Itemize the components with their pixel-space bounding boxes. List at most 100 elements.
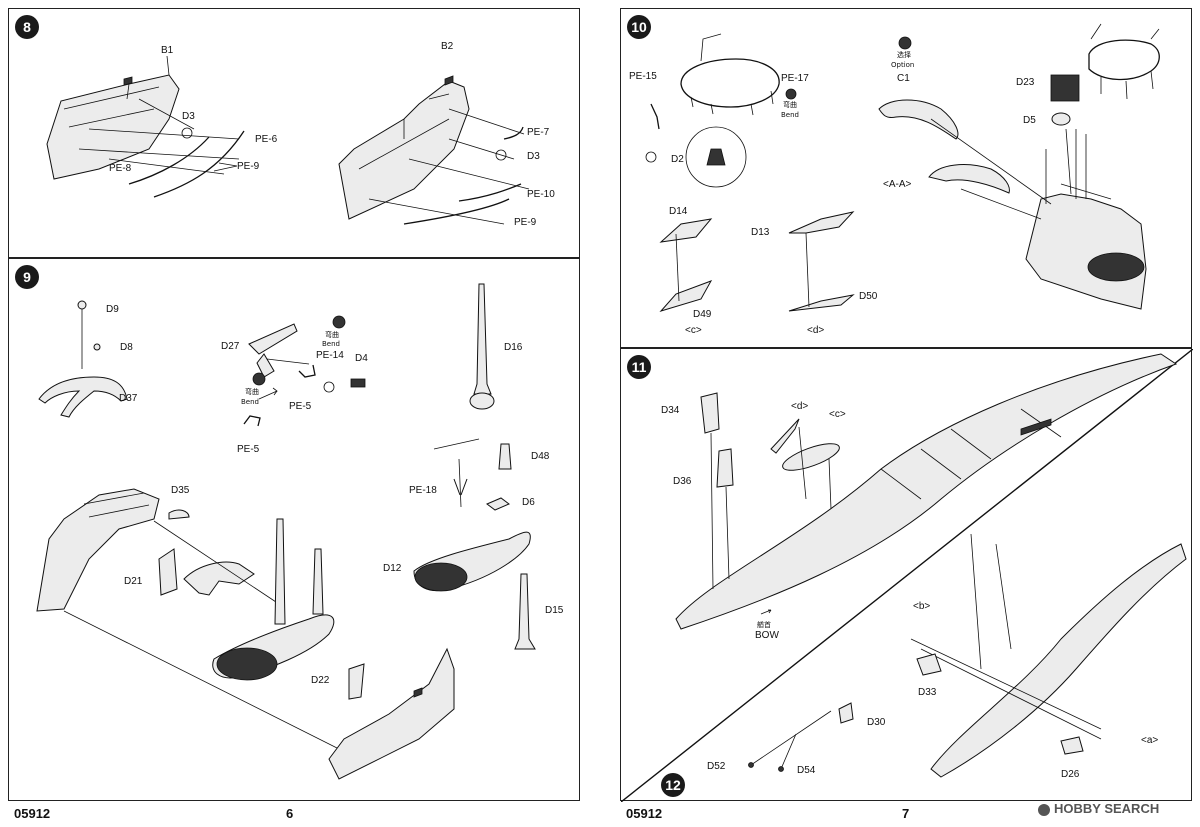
part-b2	[338, 80, 470, 220]
label-bend-en-2: Bend	[241, 398, 259, 406]
step-11-12-diagram: D34 D36 <d> <c> 艏首 BOW <b> D33 D30 D52 D…	[621, 349, 1193, 802]
label-d4: D4	[355, 353, 368, 364]
part-pe-14	[323, 381, 335, 393]
part-d5	[1051, 112, 1071, 126]
label-b1: B1	[161, 45, 174, 56]
part-pe-5-upper	[298, 364, 316, 378]
label-a-a: <A-A>	[883, 179, 912, 190]
label-pe-9-right: PE-9	[514, 217, 537, 228]
part-disc	[685, 126, 747, 188]
part-d52-d54	[750, 710, 832, 770]
part-tower	[1025, 193, 1147, 310]
label-d23: D23	[1016, 77, 1035, 88]
part-d27	[248, 323, 298, 378]
label-d8: D8	[120, 342, 133, 353]
label-option-cn: 选择	[897, 50, 911, 59]
label-d49: D49	[693, 309, 712, 320]
label-d33: D33	[918, 687, 937, 698]
step-8-diagram: B1 D3 PE-6 PE-9 PE-8 B2 PE-7 D3 PE-10 PE…	[46, 41, 555, 228]
part-d13	[788, 211, 855, 234]
label-d3-right: D3	[527, 151, 540, 162]
part-d23	[1050, 74, 1080, 102]
part-hull-left	[36, 488, 160, 612]
label-bend-cn-2: 弯曲	[245, 387, 259, 396]
step-12-number: 12	[661, 773, 685, 797]
part-pe-18	[453, 478, 468, 496]
part-d48	[498, 443, 512, 470]
part-d16	[473, 283, 492, 395]
label-d54: D54	[797, 765, 816, 776]
label-d16: D16	[504, 342, 523, 353]
watermark: HOBBY SEARCH	[1038, 801, 1159, 816]
part-d3-left	[181, 127, 193, 139]
part-d22	[348, 663, 365, 700]
part-pe-15	[650, 103, 660, 130]
part-hull-12	[930, 543, 1187, 778]
step-11-12-panel: 11 12 D34 D36 <d> <c> 艏首 BOW <b> D33 D30…	[620, 348, 1193, 802]
label-d21: D21	[124, 576, 143, 587]
part-pe-10	[458, 183, 522, 202]
step-9-panel: 9 D9 D8 D37 D27 弯曲 Bend PE-14 D4 PE-5 弯曲…	[8, 258, 580, 801]
label-pe-8: PE-8	[109, 163, 132, 174]
step-10-panel: 10 PE-15 PE-17 弯曲 Bend D2 选择 Option C1 <…	[620, 8, 1192, 348]
footer-page-left: 6	[286, 806, 294, 821]
part-pe-17	[680, 58, 780, 108]
label-d50: D50	[859, 291, 878, 302]
label-pe-6: PE-6	[255, 134, 278, 145]
label-d13: D13	[751, 227, 770, 238]
part-d50	[788, 294, 855, 312]
step-9-diagram: D9 D8 D37 D27 弯曲 Bend PE-14 D4 PE-5 弯曲 B…	[36, 283, 564, 780]
label-bow-en: BOW	[755, 630, 779, 641]
step-8-panel: 8 B1 D3 PE-6 PE-9 PE-8 B2 PE-7 D3 PE-10 …	[8, 8, 580, 258]
part-d35	[168, 509, 190, 520]
bend-icon-2	[252, 372, 266, 386]
watermark-text: HOBBY SEARCH	[1054, 801, 1160, 816]
label-d12: D12	[383, 563, 402, 574]
part-pe-7	[503, 126, 524, 140]
label-tag-a: <a>	[1141, 735, 1158, 746]
label-d26: D26	[1061, 769, 1080, 780]
label-pe-5-b: PE-5	[237, 444, 260, 455]
part-tag-d	[770, 418, 800, 454]
part-d15	[514, 573, 536, 650]
watermark-icon	[1038, 803, 1050, 816]
part-d9	[77, 300, 87, 310]
part-tag-c	[782, 443, 840, 471]
part-d30	[838, 702, 854, 724]
grating-right	[414, 562, 468, 592]
label-tag-d: <d>	[791, 401, 808, 412]
label-d6: D6	[522, 497, 535, 508]
part-rail-right	[1088, 39, 1160, 81]
footer-page-right: 7	[902, 806, 910, 821]
label-d52: D52	[707, 761, 726, 772]
label-d34: D34	[661, 405, 680, 416]
part-pe-6	[153, 130, 245, 198]
footer-code-right: 05912	[626, 806, 663, 821]
label-c1: C1	[897, 73, 910, 84]
label-d5: D5	[1023, 115, 1036, 126]
part-b1	[46, 74, 180, 180]
part-pe-9-right	[403, 198, 510, 225]
step-10-diagram: PE-15 PE-17 弯曲 Bend D2 选择 Option C1 <A-A…	[629, 23, 1160, 336]
label-d35: D35	[171, 485, 190, 496]
label-d22: D22	[311, 675, 330, 686]
label-pe-14: PE-14	[316, 350, 344, 361]
part-hull-11	[675, 353, 1178, 630]
part-d4	[350, 378, 366, 388]
label-pe-5-a: PE-5	[289, 401, 312, 412]
label-d36: D36	[673, 476, 692, 487]
label-bend-en-1: Bend	[322, 340, 340, 348]
label-d15: D15	[545, 605, 564, 616]
option-icon	[898, 36, 912, 50]
step-9-number: 9	[15, 265, 39, 289]
label-option-en: Option	[891, 61, 914, 69]
label-c: <c>	[685, 325, 702, 336]
part-c1	[878, 99, 959, 140]
part-d6	[486, 497, 510, 511]
part-d49	[659, 280, 713, 312]
part-d8	[93, 343, 101, 351]
part-d26	[1060, 736, 1084, 755]
label-bow-cn: 艏首	[757, 620, 771, 629]
part-pe-5-lower	[243, 415, 261, 427]
bend-icon-1	[332, 315, 346, 329]
